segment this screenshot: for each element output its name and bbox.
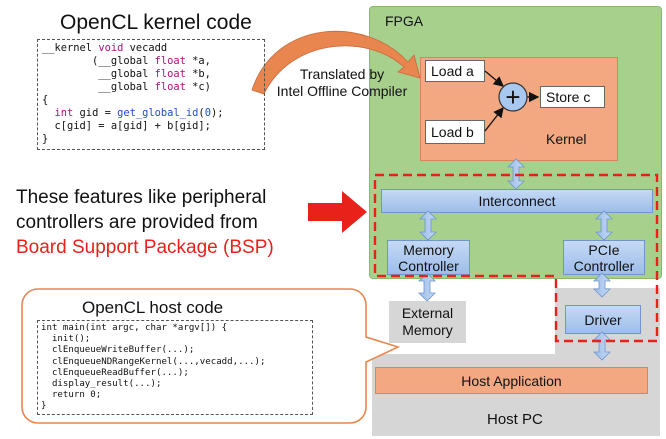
- kernel-code-line: {: [42, 94, 223, 107]
- host-code-line: int main(int argc, char *argv[]) {: [41, 323, 228, 333]
- compiler-note-line2: Intel Offline Compiler: [276, 83, 408, 99]
- driver-box: Driver: [565, 305, 641, 334]
- kernel-code-line: (__global float *a,: [42, 55, 223, 68]
- fpga-label: FPGA: [385, 13, 424, 29]
- adder-plus: +: [505, 82, 521, 112]
- load-b-arrow: [484, 106, 504, 132]
- bsp-note: These features like peripheral controlle…: [16, 185, 274, 260]
- interconnect-pcie-connector: [595, 210, 613, 241]
- adder-circle: [498, 82, 528, 112]
- memctrl-extmem-connector: [418, 272, 436, 302]
- host-code-line: return 0;: [41, 390, 102, 401]
- kernel-code-line: __global float *c): [42, 81, 223, 94]
- bsp-note-line1: These features like peripheral: [16, 187, 267, 208]
- compiler-note-line1: Translated by: [299, 66, 385, 82]
- pcie-driver-connector: [593, 272, 611, 298]
- store-c-box: Store c: [540, 86, 605, 108]
- kernel-code-token: c[gid] = a[gid] + b[gid];: [42, 120, 211, 132]
- kernel-code-line: int gid = get_global_id(0);: [42, 107, 224, 120]
- compile-curved-arrow: [251, 30, 421, 95]
- memory-controller-box: Memory Controller: [387, 240, 470, 275]
- kernel-code-token: *c): [185, 81, 211, 93]
- kernel-code-token: gid =: [73, 107, 118, 119]
- bsp-pointer-arrow: [308, 191, 367, 233]
- kernel-code-token: float: [154, 81, 186, 93]
- kernel-code-line: c[gid] = a[gid] + b[gid];: [42, 120, 223, 133]
- kernel-code-token: int: [54, 107, 74, 119]
- bsp-note-line2: controllers are provided from: [16, 212, 258, 233]
- host-code-line: display_result(...);: [41, 379, 162, 390]
- external-memory-box: External Memory: [389, 301, 466, 343]
- kernel-code-token: (__global: [42, 55, 155, 67]
- kernel-label: Kernel: [546, 131, 587, 147]
- kernel-code-line: }: [42, 133, 223, 146]
- kernel-code-line: __global float *b,: [42, 68, 223, 81]
- load-a-arrow: [484, 70, 504, 87]
- kernel-code-token: {: [42, 94, 49, 106]
- kernel-code-token: vecadd: [123, 42, 168, 54]
- bsp-note-line3: Board Support Package (BSP): [16, 237, 274, 258]
- kernel-code-token: );: [210, 107, 224, 119]
- kernel-code-token: get_global_id: [117, 107, 199, 119]
- host-code-box: [37, 320, 313, 415]
- kernel-code-token: *b,: [185, 68, 211, 80]
- kernel-code-title: OpenCL kernel code: [60, 11, 252, 34]
- compiler-note: Translated by Intel Offline Compiler: [262, 66, 422, 100]
- kernel-code-token: float: [154, 55, 186, 67]
- host-pc-label: Host PC: [487, 411, 543, 428]
- host-code-title: OpenCL host code: [82, 298, 224, 317]
- kernel-code-token: float: [154, 68, 186, 80]
- bsp-outline: [373, 173, 659, 343]
- host-code-bubble: [21, 288, 401, 424]
- kernel-code-box: [37, 39, 265, 150]
- load-a-box: Load a: [425, 60, 485, 82]
- host-code-line: clEnqueueNDRangeKernel(...,vecadd,...);: [41, 356, 266, 367]
- driver-hostapp-connector: [593, 331, 611, 361]
- kernel-code-token: void: [98, 42, 124, 54]
- kernel-code-token: *a,: [185, 55, 211, 67]
- host-code-line: clEnqueueWriteBuffer(...);: [41, 345, 195, 356]
- host-code-line: clEnqueueReadBuffer(...);: [41, 367, 189, 378]
- interconnect-box: Interconnect: [381, 189, 653, 213]
- kernel-code-line: __kernel void vecadd: [42, 42, 223, 55]
- load-b-box: Load b: [425, 120, 485, 144]
- host-code: int main(int argc, char *argv[]) { init(…: [41, 323, 265, 413]
- kernel-code: __kernel void vecadd (__global float *a,…: [42, 42, 223, 146]
- kernel-code-token: [42, 107, 55, 119]
- kernel-code-token: }: [42, 133, 49, 145]
- host-code-line: }: [41, 401, 47, 412]
- host-code-line: init();: [41, 334, 91, 345]
- kernel-code-token: __kernel: [42, 42, 99, 54]
- host-application-box: Host Application: [375, 367, 648, 394]
- kernel-code-token: 0: [204, 107, 211, 119]
- kernel-code-token: __global: [42, 68, 155, 80]
- kernel-code-token: __global: [42, 81, 155, 93]
- interconnect-memctrl-connector: [419, 210, 437, 241]
- kernel-code-token: (: [198, 107, 205, 119]
